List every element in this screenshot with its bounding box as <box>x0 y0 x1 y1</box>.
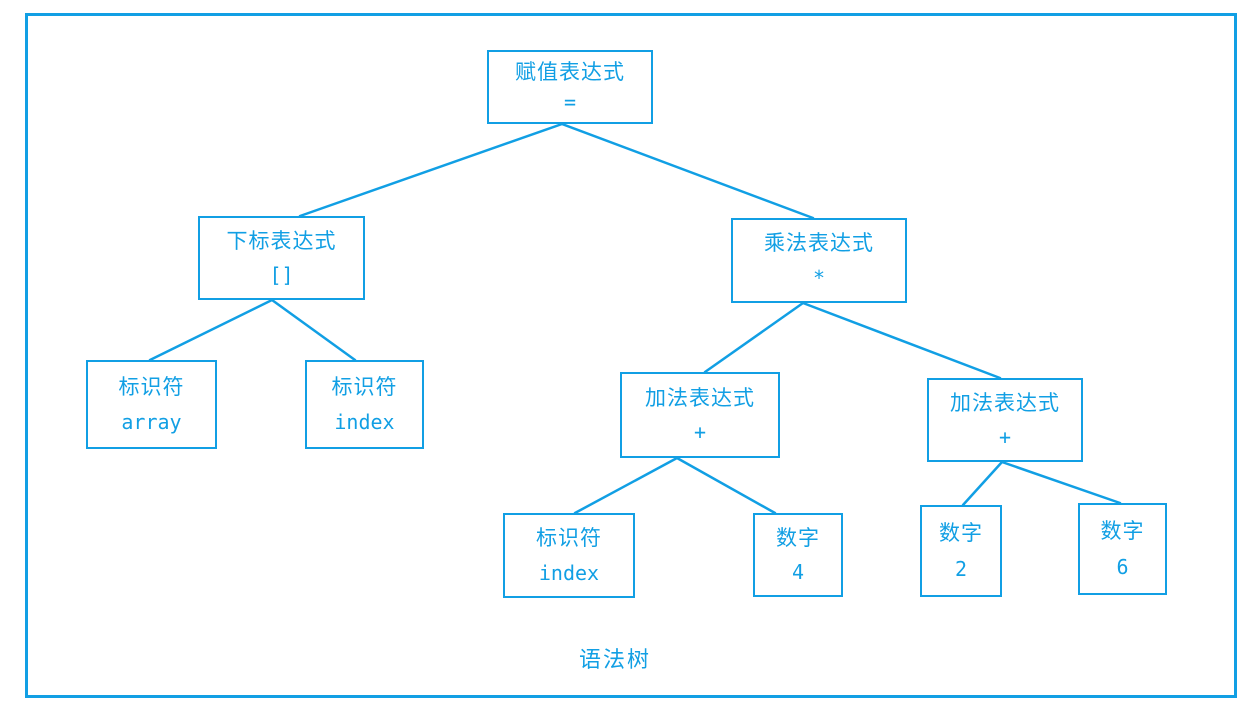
node-number-2: 数字 2 <box>920 505 1002 597</box>
edge-subscript-index <box>270 298 357 362</box>
node-symbol: 4 <box>791 560 805 584</box>
node-label: 标识符 <box>331 374 398 399</box>
edge-subscript-array <box>148 298 274 362</box>
node-assignment-expr: 赋值表达式 = <box>487 50 653 124</box>
node-symbol: + <box>998 425 1012 449</box>
edge-assignment-subscript <box>298 122 564 218</box>
edge-addright-num6 <box>1000 460 1122 505</box>
node-number-6: 数字 6 <box>1078 503 1167 595</box>
node-leaf-identifier-index: 标识符 index <box>503 513 635 598</box>
edge-multiply-addright <box>801 301 1002 380</box>
node-label: 数字 <box>776 526 820 550</box>
edge-addleft-num4 <box>675 456 777 515</box>
node-label: 下标表达式 <box>226 229 337 253</box>
node-label: 数字 <box>939 520 983 545</box>
node-number-4: 数字 4 <box>753 513 843 597</box>
node-identifier-array: 标识符 array <box>86 360 217 449</box>
node-symbol: 6 <box>1116 555 1129 580</box>
node-label: 数字 <box>1100 518 1145 543</box>
node-label: 加法表达式 <box>950 391 1060 415</box>
node-label: 加法表达式 <box>645 385 755 410</box>
edge-addright-num2 <box>961 460 1004 507</box>
figure-border <box>25 13 1237 698</box>
node-label: 标识符 <box>536 526 602 551</box>
node-add-expr-right: 加法表达式 + <box>927 378 1083 462</box>
node-symbol: array <box>121 410 182 435</box>
node-add-expr-left: 加法表达式 + <box>620 372 780 458</box>
node-symbol: + <box>693 420 707 445</box>
edge-assignment-multiply <box>560 122 815 220</box>
node-symbol: = <box>563 90 577 115</box>
node-identifier-index: 标识符 index <box>305 360 424 449</box>
edge-multiply-addleft <box>703 301 805 374</box>
edge-addleft-index <box>573 456 679 515</box>
node-symbol: 2 <box>954 557 968 582</box>
node-label: 标识符 <box>118 374 185 399</box>
node-subscript-expr: 下标表达式 [] <box>198 216 365 300</box>
figure-caption: 语法树 <box>578 647 651 672</box>
node-symbol: index <box>334 410 395 435</box>
node-symbol: [] <box>269 263 294 287</box>
node-symbol: index <box>538 560 600 585</box>
node-multiply-expr: 乘法表达式 * <box>731 218 907 303</box>
node-label: 乘法表达式 <box>764 231 874 256</box>
node-label: 赋值表达式 <box>515 59 625 84</box>
node-symbol: * <box>812 265 826 290</box>
